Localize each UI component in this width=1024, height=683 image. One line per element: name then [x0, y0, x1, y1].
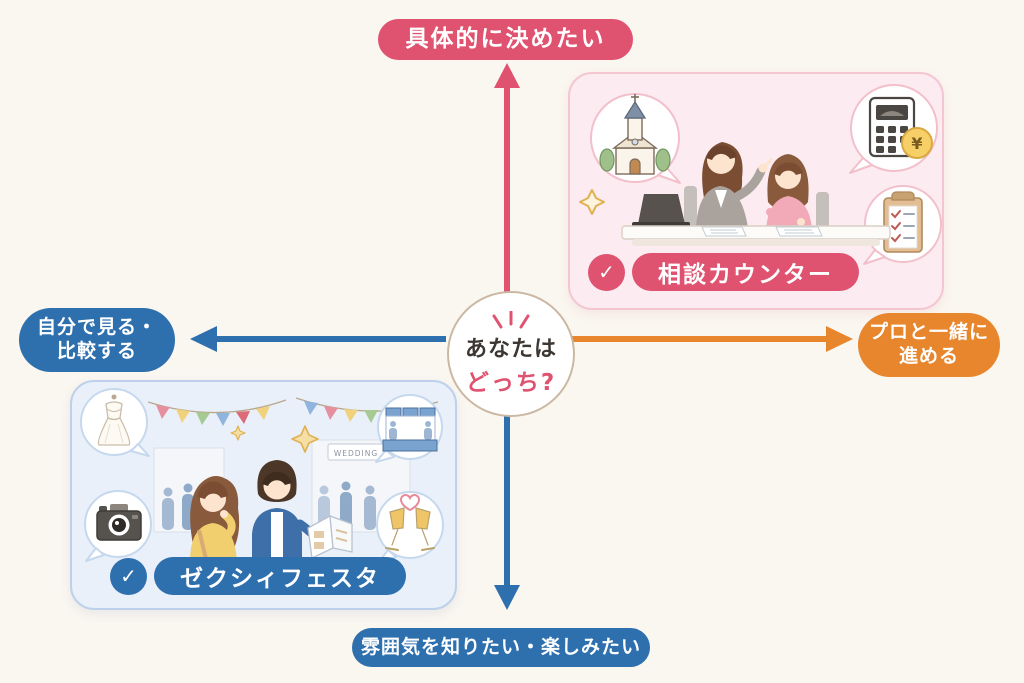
branch-label-right-line2: 進める: [898, 345, 959, 367]
consult-badge-label: 相談カウンター: [632, 253, 859, 291]
branch-label-top: 具体的に決めたい: [378, 19, 633, 60]
arrow-right-icon: [570, 326, 853, 352]
zexy-festa-card: WEDDING: [70, 380, 457, 610]
branch-label-top-text: 具体的に決めたい: [405, 26, 606, 53]
center-question-line1: あなたは: [464, 337, 557, 362]
check-icon: ✓: [588, 253, 625, 291]
checklist-icon: [863, 185, 942, 265]
branch-label-left: 自分で見る・ 比較する: [19, 308, 175, 372]
sparkle-icon: [230, 425, 319, 453]
branch-label-bottom-text: 雰囲気を知りたい・楽しみたい: [360, 635, 641, 658]
center-question-circle: あなたは どっち?: [447, 291, 575, 417]
festa-badge-label: ゼクシィフェスタ: [154, 557, 406, 595]
center-question-line2: どっち?: [465, 370, 557, 396]
sparkle-icon: [579, 189, 605, 215]
check-icon: ✓: [110, 557, 147, 595]
branch-label-left-line1: 自分で見る・: [36, 316, 157, 339]
consult-counter-card: ¥: [568, 72, 944, 310]
calculator-yen-icon: ¥: [849, 84, 938, 174]
consult-counter-illustration: ¥: [579, 84, 942, 265]
arrow-down-icon: [494, 412, 520, 610]
expo-booth-icon: [375, 394, 443, 463]
branch-label-bottom: 雰囲気を知りたい・楽しみたい: [352, 628, 650, 667]
consultant-person: [696, 142, 773, 228]
arrow-left-icon: [190, 326, 446, 352]
church-icon: [590, 93, 681, 184]
festa-badge: ✓ ゼクシィフェスタ: [110, 557, 406, 595]
branch-label-left-line2: 比較する: [56, 340, 137, 362]
consult-scene: [621, 142, 891, 246]
consult-badge: ✓ 相談カウンター: [588, 253, 859, 291]
client-person: [766, 154, 812, 230]
wedding-sign: WEDDING: [334, 449, 378, 458]
wedding-dress-icon: [80, 388, 150, 457]
yen-symbol: ¥: [911, 134, 922, 153]
branch-label-right: プロと一緒に 進める: [858, 313, 1000, 377]
emphasis-marks-icon: [492, 311, 530, 329]
branch-label-right-line1: プロと一緒に: [868, 321, 989, 344]
arrow-up-icon: [494, 63, 520, 292]
camera-icon: [84, 490, 152, 562]
